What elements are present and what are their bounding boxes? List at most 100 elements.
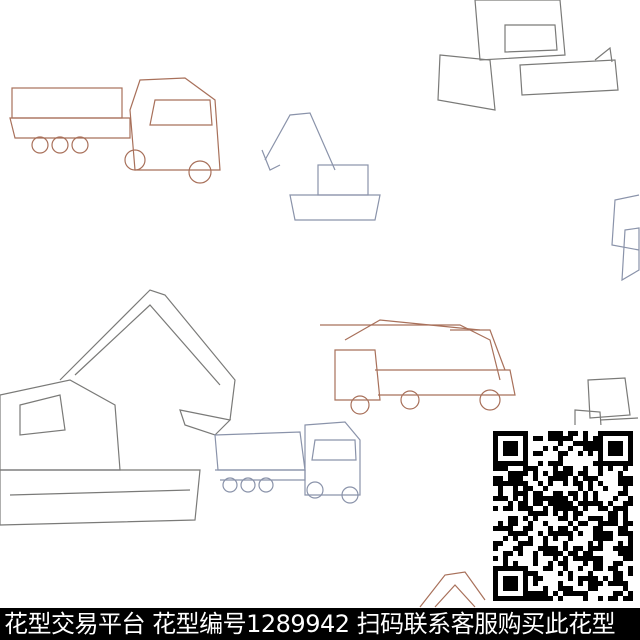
watermark-bar: 花型交易平台 花型编号1289942 扫码联系客服购买此花型 xyxy=(0,608,640,640)
qr-module xyxy=(603,431,608,436)
qr-module xyxy=(573,511,578,516)
qr-module xyxy=(618,571,623,576)
qr-module xyxy=(528,541,533,546)
qr-module xyxy=(618,541,623,546)
qr-module xyxy=(618,546,623,551)
qr-module xyxy=(593,576,598,581)
qr-module xyxy=(578,441,583,446)
qr-module xyxy=(623,476,628,481)
qr-module xyxy=(563,436,568,441)
qr-module xyxy=(543,471,548,476)
qr-module xyxy=(618,471,623,476)
qr-module xyxy=(523,461,528,466)
qr-module xyxy=(573,476,578,481)
qr-module xyxy=(588,546,593,551)
qr-module xyxy=(503,566,508,571)
qr-module xyxy=(598,471,603,476)
qr-module xyxy=(588,446,593,451)
qr-module xyxy=(608,466,613,471)
qr-module xyxy=(498,526,503,531)
qr-module xyxy=(568,591,573,596)
qr-module xyxy=(628,476,633,481)
qr-module xyxy=(538,461,543,466)
qr-module xyxy=(598,531,603,536)
qr-module xyxy=(573,496,578,501)
qr-module xyxy=(513,561,518,566)
qr-module xyxy=(558,561,563,566)
qr-module xyxy=(578,591,583,596)
qr-module xyxy=(513,476,518,481)
qr-module xyxy=(553,511,558,516)
qr-module xyxy=(523,431,528,436)
qr-module xyxy=(628,431,633,436)
qr-module xyxy=(548,461,553,466)
qr-module xyxy=(538,501,543,506)
qr-module xyxy=(513,471,518,476)
qr-module xyxy=(598,546,603,551)
qr-module xyxy=(553,501,558,506)
qr-module xyxy=(513,516,518,521)
qr-module xyxy=(558,596,563,601)
qr-module xyxy=(513,576,518,581)
qr-module xyxy=(598,541,603,546)
qr-module xyxy=(513,451,518,456)
qr-module xyxy=(543,446,548,451)
qr-module xyxy=(518,491,523,496)
qr-module xyxy=(598,446,603,451)
qr-module xyxy=(618,581,623,586)
qr-module xyxy=(558,451,563,456)
qr-module xyxy=(538,481,543,486)
qr-module xyxy=(623,551,628,556)
qr-module xyxy=(613,451,618,456)
qr-module xyxy=(533,596,538,601)
truck-partial-sketch xyxy=(611,194,640,282)
qr-module xyxy=(593,516,598,521)
qr-module xyxy=(513,486,518,491)
qr-module xyxy=(618,446,623,451)
qr-module xyxy=(513,531,518,536)
qr-module xyxy=(588,581,593,586)
qr-module xyxy=(548,526,553,531)
qr-module xyxy=(493,566,498,571)
qr-module xyxy=(563,476,568,481)
qr-module xyxy=(623,506,628,511)
qr-module xyxy=(583,556,588,561)
qr-module xyxy=(543,521,548,526)
qr-module xyxy=(518,531,523,536)
qr-module xyxy=(593,531,598,536)
qr-module xyxy=(503,596,508,601)
qr-module xyxy=(573,506,578,511)
qr-module xyxy=(628,441,633,446)
qr-module xyxy=(513,596,518,601)
qr-module xyxy=(588,451,593,456)
qr-module xyxy=(613,566,618,571)
qr-module xyxy=(553,556,558,561)
qr-module xyxy=(593,476,598,481)
qr-module xyxy=(623,511,628,516)
qr-module xyxy=(563,451,568,456)
qr-module xyxy=(568,446,573,451)
qr-module xyxy=(493,476,498,481)
qr-module xyxy=(568,571,573,576)
qr-module xyxy=(598,456,603,461)
qr-module xyxy=(628,481,633,486)
qr-module xyxy=(533,476,538,481)
qr-module xyxy=(588,571,593,576)
qr-module xyxy=(623,531,628,536)
qr-module xyxy=(563,566,568,571)
qr-module xyxy=(538,491,543,496)
qr-module xyxy=(618,506,623,511)
qr-module xyxy=(528,596,533,601)
qr-module xyxy=(588,481,593,486)
qr-module xyxy=(563,526,568,531)
qr-module xyxy=(623,581,628,586)
qr-code[interactable] xyxy=(487,425,640,608)
qr-module xyxy=(628,556,633,561)
qr-module xyxy=(523,471,528,476)
qr-module xyxy=(503,481,508,486)
qr-module xyxy=(523,566,528,571)
qr-module xyxy=(593,561,598,566)
qr-module xyxy=(593,446,598,451)
qr-module xyxy=(608,521,613,526)
qr-module xyxy=(513,496,518,501)
